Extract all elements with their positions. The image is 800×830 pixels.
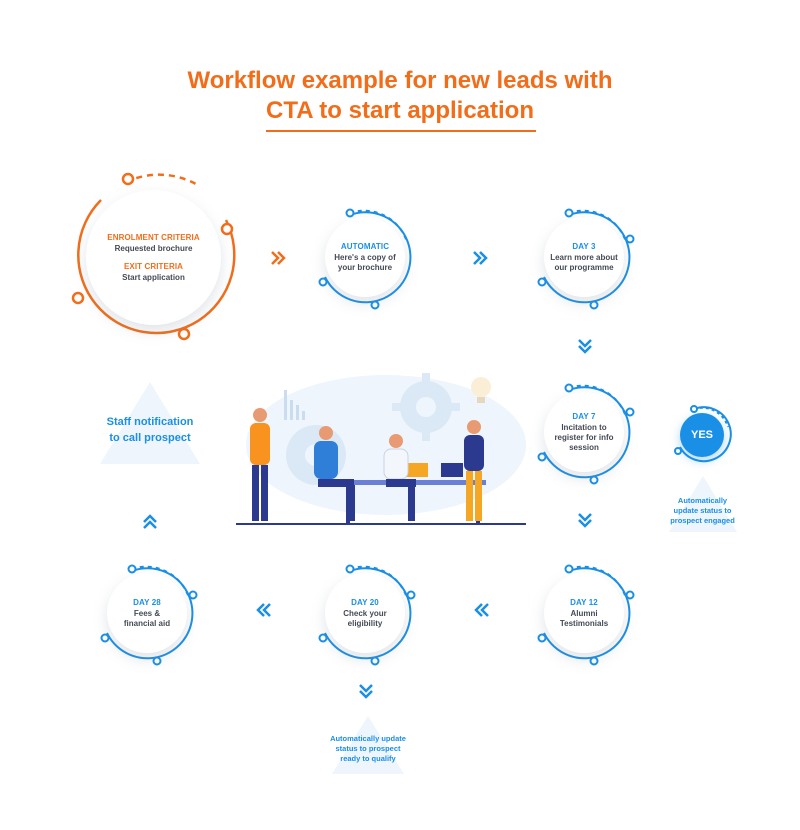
title-line-2: CTA to start application [265, 97, 534, 124]
chevron-right-icon [472, 250, 490, 266]
staff-note-line-2: to call prospect [109, 432, 191, 444]
staff-note-backdrop [100, 382, 200, 464]
exit-criteria-value: Start application [122, 272, 185, 282]
yes-label: YES [690, 429, 713, 441]
step-head: AUTOMATIC [340, 241, 390, 251]
step-node-day-12: DAY 12 Alumni Testimonials [534, 563, 635, 666]
engaged-note-backdrop [669, 476, 737, 532]
step-body-line-1: Learn more about [550, 252, 618, 262]
step-body-line-2: register for info [554, 432, 614, 442]
step-body-line-2: financial aid [123, 618, 171, 628]
chevron-up-icon [142, 512, 158, 530]
exit-criteria-label: EXIT CRITERIA [123, 261, 184, 271]
step-body-line-2: eligibility [347, 618, 383, 628]
step-body-line-2: our programme [554, 262, 614, 272]
yes-node: YES [672, 405, 732, 465]
title-underline [266, 130, 536, 132]
step-body-line-1: Check your [343, 608, 387, 618]
chevron-down-icon [577, 512, 593, 530]
step-node-day-28: DAY 28 Fees & financial aid [97, 563, 198, 666]
step-body-line-3: session [569, 442, 599, 452]
chevron-down-icon [358, 683, 374, 701]
step-body-line-1: Alumni [570, 608, 598, 618]
engaged-note-line-1: Automatically [677, 496, 728, 505]
engaged-note-line-2: update status to [673, 506, 732, 515]
qualify-note-backdrop [332, 716, 404, 774]
step-body-line-2: Testimonials [559, 618, 609, 628]
step-node-automatic: AUTOMATIC Here's a copy of your brochure [315, 207, 415, 310]
start-node-ring [71, 172, 236, 341]
start-node: ENROLMENT CRITERIA Requested brochure EX… [66, 170, 241, 345]
chevron-right-icon [270, 250, 288, 266]
step-node-day-20: DAY 20 Check your eligibility [315, 563, 416, 666]
step-body-line-2: your brochure [337, 262, 393, 272]
staff-note-line-1: Staff notification [106, 416, 194, 428]
step-node-day-7: DAY 7 Incitation to register for info se… [534, 382, 635, 485]
step-body-line-1: Here's a copy of [334, 252, 396, 262]
step-head: DAY 28 [133, 597, 161, 607]
engaged-note: Automatically update status to prospect … [650, 496, 755, 526]
step-head: DAY 20 [351, 597, 379, 607]
chevron-left-icon [472, 602, 490, 618]
staff-notification-note: Staff notification to call prospect [88, 414, 212, 446]
chevron-down-icon [577, 338, 593, 356]
qualify-note-line-3: ready to qualify [340, 754, 396, 763]
engaged-note-line-3: prospect engaged [670, 516, 735, 525]
step-head: DAY 12 [570, 597, 598, 607]
qualify-note-line-2: status to prospect [335, 744, 401, 753]
enrolment-criteria-label: ENROLMENT CRITERIA [107, 232, 200, 242]
page-title: Workflow example for new leads with CTA … [0, 66, 800, 126]
step-head: DAY 7 [572, 411, 596, 421]
qualify-note: Automatically update status to prospect … [310, 734, 426, 764]
step-body-line-1: Fees & [133, 608, 161, 618]
step-body-line-1: Incitation to [561, 422, 607, 432]
chevron-left-icon [254, 602, 272, 618]
step-node-day-3: DAY 3 Learn more about our programme [534, 207, 635, 310]
qualify-note-line-1: Automatically update [330, 734, 406, 743]
team-meeting-illustration [236, 345, 532, 530]
title-line-1: Workflow example for new leads with [187, 67, 613, 94]
step-head: DAY 3 [572, 241, 596, 251]
enrolment-criteria-value: Requested brochure [114, 243, 193, 253]
